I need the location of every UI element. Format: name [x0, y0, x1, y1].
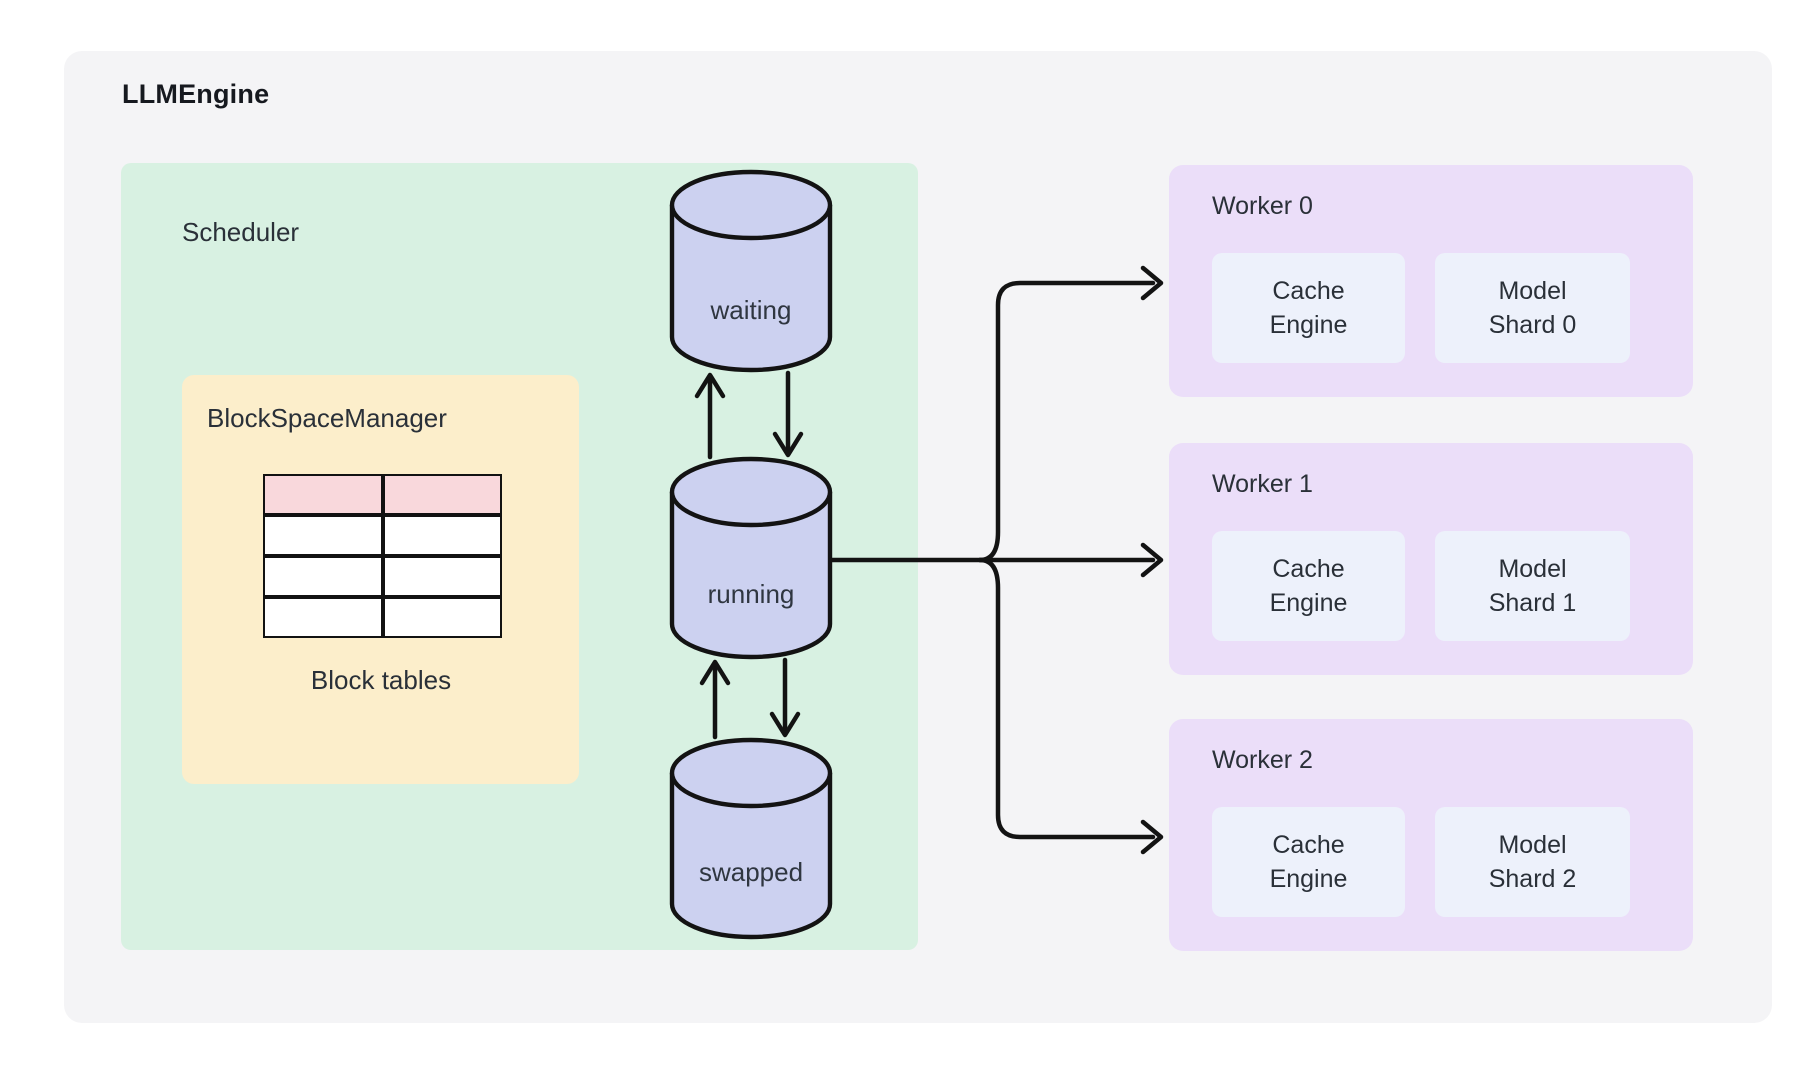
cache-engine-label-line: Cache [1272, 277, 1345, 305]
model-shard-label-line: Shard 2 [1488, 865, 1577, 893]
block-table-cell [382, 515, 502, 556]
waiting-queue-label: waiting [710, 295, 792, 325]
worker-1-model-shard-box: Model Shard 1 [1435, 531, 1630, 641]
worker-2-model-shard-box: Model Shard 2 [1435, 807, 1630, 917]
scheduler-label: Scheduler [182, 217, 300, 247]
worker-1-label: Worker 1 [1212, 470, 1313, 498]
block-table-cell [263, 515, 383, 556]
worker-1-cache-engine-box: Cache Engine [1212, 531, 1405, 641]
worker-2-label: Worker 2 [1212, 746, 1313, 774]
worker-0-box: Worker 0 Cache Engine Model Shard 0 [1169, 165, 1693, 397]
model-shard-label-line: Shard 1 [1488, 589, 1577, 617]
model-shard-label-line: Model [1498, 831, 1567, 859]
running-queue-label: running [707, 579, 795, 609]
llm-engine-title: LLMEngine [122, 79, 270, 109]
block-table-cell [382, 556, 502, 597]
block-table [263, 474, 502, 638]
block-table-cell [382, 597, 502, 638]
worker-2-cache-engine-box: Cache Engine [1212, 807, 1405, 917]
worker-1-box: Worker 1 Cache Engine Model Shard 1 [1169, 443, 1693, 675]
worker-0-model-shard-box: Model Shard 0 [1435, 253, 1630, 363]
swapped-queue-label: swapped [698, 857, 804, 887]
worker-2-box: Worker 2 Cache Engine Model Shard 2 [1169, 719, 1693, 951]
cache-engine-label-line: Engine [1269, 311, 1348, 339]
cache-engine-label-line: Engine [1269, 865, 1348, 893]
block-space-manager-label: BlockSpaceManager [207, 403, 447, 433]
model-shard-label-line: Model [1498, 277, 1567, 305]
block-tables-caption: Block tables [310, 665, 452, 695]
llm-engine-container: LLMEngine Scheduler BlockSpaceManager Bl… [64, 51, 1772, 1023]
worker-0-cache-engine-box: Cache Engine [1212, 253, 1405, 363]
model-shard-label-line: Shard 0 [1488, 311, 1577, 339]
worker-0-label: Worker 0 [1212, 192, 1313, 220]
arrow-running-to-worker-0 [977, 265, 1164, 563]
model-shard-label-line: Model [1498, 555, 1567, 583]
block-table-cell [263, 597, 383, 638]
cache-engine-label-line: Engine [1269, 589, 1348, 617]
block-table-cell [263, 556, 383, 597]
cache-engine-label-line: Cache [1272, 831, 1345, 859]
block-table-cell [263, 474, 383, 515]
arrow-running-to-worker-2 [977, 557, 1164, 855]
block-table-cell [382, 474, 502, 515]
cache-engine-label-line: Cache [1272, 555, 1345, 583]
